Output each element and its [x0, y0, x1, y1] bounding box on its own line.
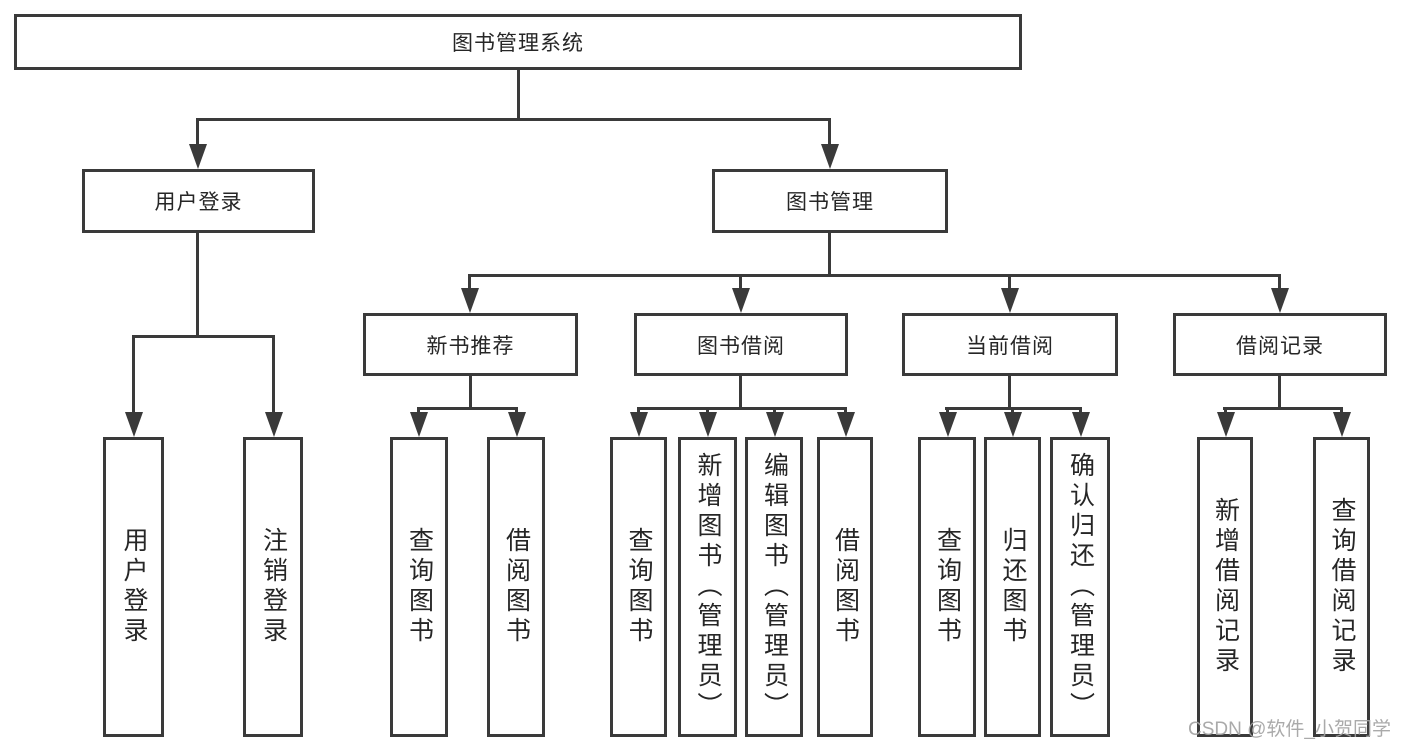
- connector-arrow-shaft: [773, 407, 776, 415]
- leaf-logout: 注销登录: [243, 437, 303, 737]
- connector-book-borrow-stub: [739, 376, 742, 407]
- connector-arrow-shaft: [1278, 274, 1281, 291]
- arrowhead-down-icon: [821, 144, 839, 169]
- leaf-borrow-edit-books-admin: 编辑图书（管理员）: [745, 437, 803, 737]
- node-borrow-records: 借阅记录: [1173, 313, 1387, 376]
- connector-new-books-stub: [469, 376, 472, 407]
- connector-level3-rail: [469, 274, 1281, 277]
- node-user-login: 用户登录: [82, 169, 315, 233]
- leaf-borrow-query-books: 查询图书: [610, 437, 667, 737]
- arrowhead-down-icon: [410, 412, 428, 437]
- node-book-borrow-label: 图书借阅: [697, 334, 785, 358]
- arrowhead-down-icon: [189, 144, 207, 169]
- leaf-current-query-books-label: 查询图书: [933, 527, 962, 647]
- connector-level2-rail: [196, 118, 831, 121]
- leaf-current-return-books-label: 归还图书: [999, 527, 1027, 647]
- leaf-records-query-record: 查询借阅记录: [1313, 437, 1370, 737]
- leaf-newbooks-borrow-books: 借阅图书: [487, 437, 545, 737]
- leaf-current-return-books: 归还图书: [984, 437, 1041, 737]
- arrowhead-down-icon: [766, 412, 784, 437]
- leaf-borrow-borrow-books: 借阅图书: [817, 437, 873, 737]
- connector-root-stub: [517, 70, 520, 118]
- node-user-login-label: 用户登录: [154, 191, 243, 214]
- leaf-borrow-add-books-admin-label: 新增图书（管理员）: [694, 452, 722, 722]
- leaf-current-confirm-return-admin: 确认归还（管理员）: [1050, 437, 1110, 737]
- leaf-newbooks-borrow-books-label: 借阅图书: [502, 527, 531, 647]
- arrowhead-down-icon: [1271, 288, 1289, 313]
- arrowhead-down-icon: [1333, 412, 1351, 437]
- arrowhead-down-icon: [939, 412, 957, 437]
- leaf-records-query-record-label: 查询借阅记录: [1328, 497, 1356, 677]
- connector-arrow-shaft: [706, 407, 709, 415]
- connector-arrow-shaft: [844, 407, 847, 415]
- node-root: 图书管理系统: [14, 14, 1022, 70]
- node-current-borrow: 当前借阅: [902, 313, 1118, 376]
- arrowhead-down-icon: [508, 412, 526, 437]
- connector-arrow-shaft: [1008, 274, 1011, 291]
- leaf-records-add-record: 新增借阅记录: [1197, 437, 1253, 737]
- connector-arrow-shaft: [637, 407, 640, 415]
- leaf-user-login-label: 用户登录: [120, 527, 148, 647]
- leaf-newbooks-query-books-label: 查询图书: [405, 527, 434, 647]
- connector-user-login-stub: [196, 233, 199, 335]
- arrowhead-down-icon: [461, 288, 479, 313]
- connector-arrow-shaft: [417, 407, 420, 415]
- connector-arrow-shaft: [132, 335, 135, 415]
- arrowhead-down-icon: [125, 412, 143, 437]
- connector-arrow-shaft: [468, 274, 471, 291]
- leaf-borrow-add-books-admin: 新增图书（管理员）: [678, 437, 737, 737]
- connector-book-management-stub: [828, 233, 831, 274]
- connector-arrow-shaft: [1011, 407, 1014, 415]
- node-new-books-label: 新书推荐: [426, 334, 515, 358]
- node-book-management: 图书管理: [712, 169, 948, 233]
- leaf-borrow-edit-books-admin-label: 编辑图书（管理员）: [760, 452, 789, 722]
- leaf-borrow-query-books-label: 查询图书: [625, 527, 653, 647]
- connector-arrow-shaft: [1224, 407, 1227, 415]
- node-borrow-records-label: 借阅记录: [1236, 334, 1324, 358]
- leaf-borrow-borrow-books-label: 借阅图书: [831, 527, 860, 647]
- connector-arrow-shaft: [946, 407, 949, 415]
- connector-arrow-shaft: [1340, 407, 1343, 415]
- arrowhead-down-icon: [699, 412, 717, 437]
- leaf-current-confirm-return-admin-label: 确认归还（管理员）: [1066, 452, 1095, 722]
- connector-arrow-shaft: [739, 274, 742, 291]
- connector-borrow-records-stub: [1278, 376, 1281, 407]
- connector-arrow-shaft: [515, 407, 518, 415]
- leaf-user-login: 用户登录: [103, 437, 164, 737]
- node-new-books: 新书推荐: [363, 313, 578, 376]
- connector-login-group-rail: [132, 335, 275, 338]
- connector-arrow-shaft: [272, 335, 275, 415]
- arrowhead-down-icon: [630, 412, 648, 437]
- connector-records-group-rail: [1223, 407, 1343, 410]
- connector-current-borrow-stub: [1008, 376, 1011, 407]
- csdn-watermark: CSDN @软件_小贺同学: [1188, 719, 1391, 740]
- connector-arrow-shaft: [828, 118, 831, 147]
- arrowhead-down-icon: [265, 412, 283, 437]
- leaf-records-add-record-label: 新增借阅记录: [1211, 497, 1240, 677]
- node-book-management-label: 图书管理: [786, 191, 874, 214]
- node-root-label: 图书管理系统: [452, 32, 584, 55]
- arrowhead-down-icon: [1217, 412, 1235, 437]
- arrowhead-down-icon: [1004, 412, 1022, 437]
- connector-borrow-group-rail: [637, 407, 847, 410]
- node-current-borrow-label: 当前借阅: [966, 334, 1054, 358]
- connector-newbooks-group-rail: [417, 407, 518, 410]
- connector-arrow-shaft: [196, 118, 199, 147]
- arrowhead-down-icon: [1072, 412, 1090, 437]
- connector-arrow-shaft: [1079, 407, 1082, 415]
- leaf-newbooks-query-books: 查询图书: [390, 437, 448, 737]
- arrowhead-down-icon: [732, 288, 750, 313]
- leaf-current-query-books: 查询图书: [918, 437, 976, 737]
- arrowhead-down-icon: [837, 412, 855, 437]
- node-book-borrow: 图书借阅: [634, 313, 848, 376]
- leaf-logout-label: 注销登录: [259, 527, 288, 647]
- arrowhead-down-icon: [1001, 288, 1019, 313]
